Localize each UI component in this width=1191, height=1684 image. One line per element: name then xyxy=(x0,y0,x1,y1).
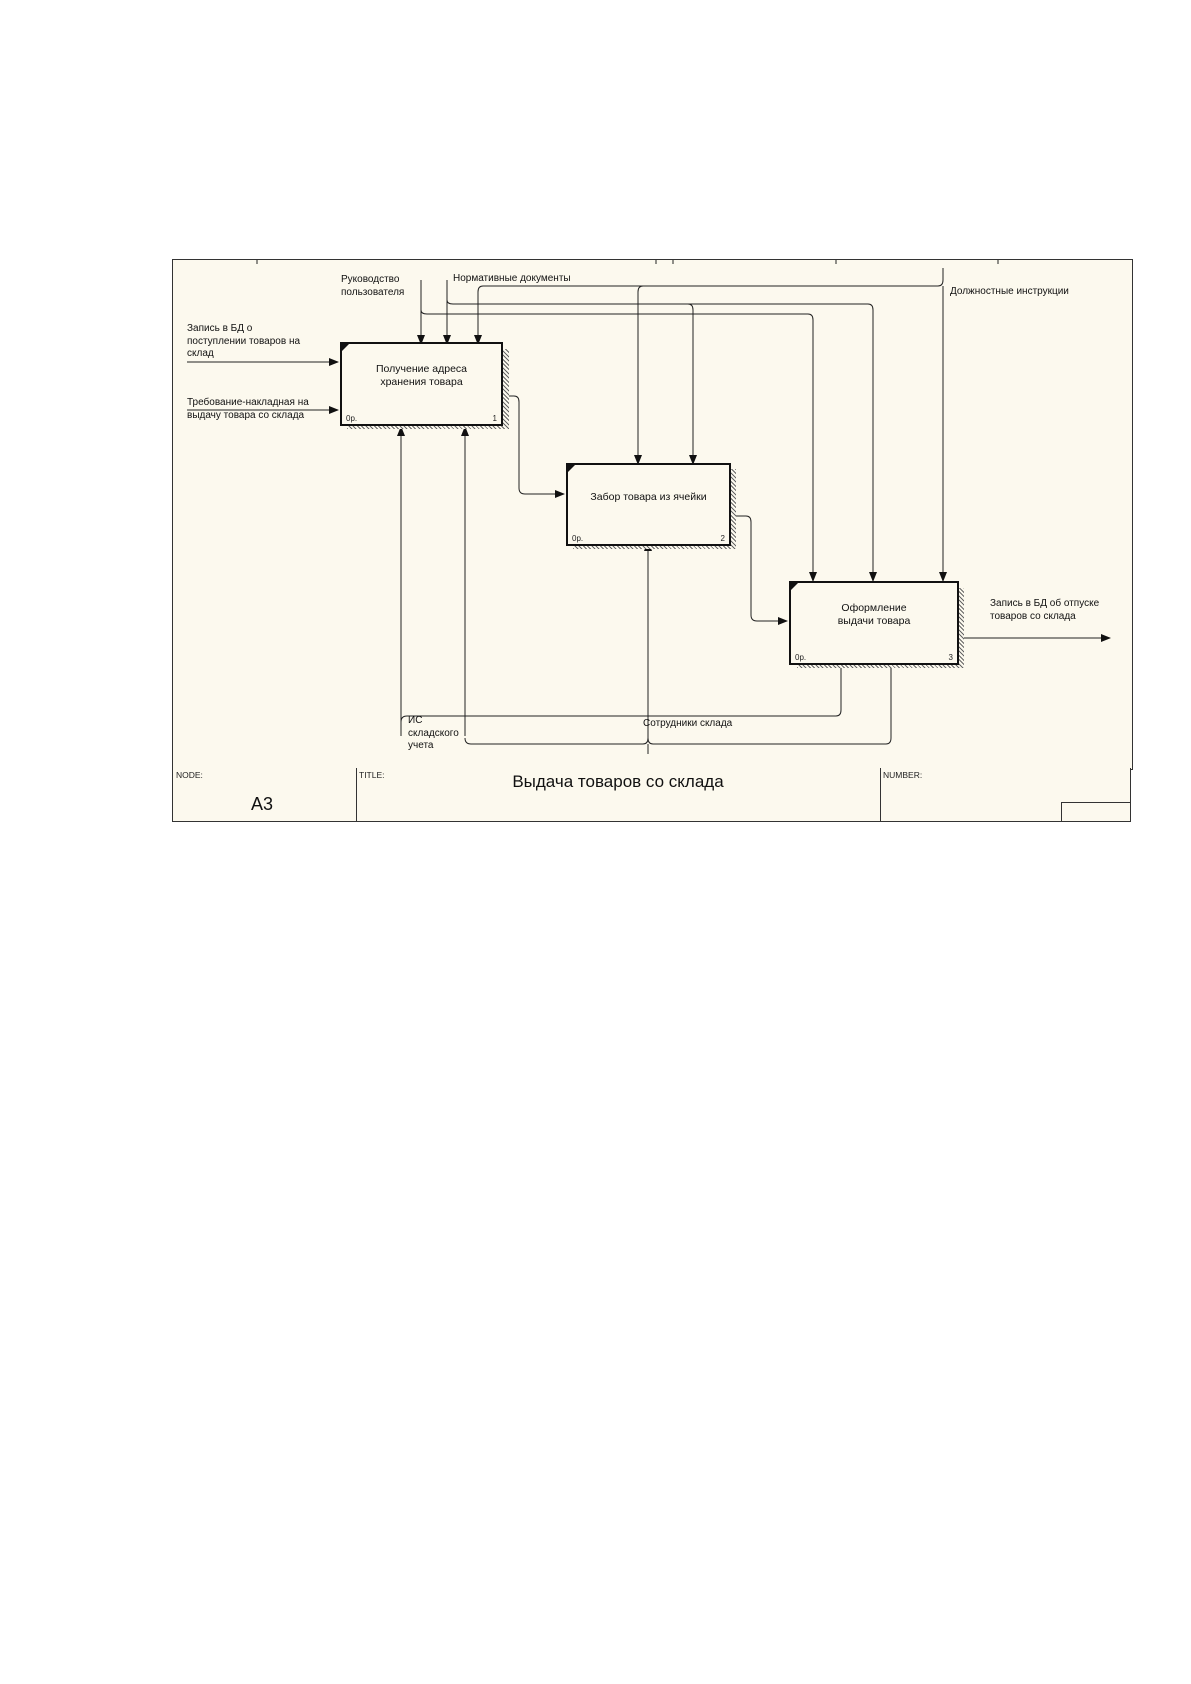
mechanism-1-label: ИС складского учета xyxy=(408,715,459,751)
input-2-label: Требование-накладная на выдачу товара со… xyxy=(187,397,309,421)
output-1-label: Запись в БД об отпуске товаров со склада xyxy=(990,598,1100,622)
control-1-label: Руководство пользователя xyxy=(341,274,405,298)
box-3-cost: 0р. xyxy=(795,653,807,662)
box-1-label: Получение адреса хранения товара xyxy=(376,363,467,388)
node-cell: NODE: А3 xyxy=(173,768,357,821)
number-caption: NUMBER: xyxy=(883,770,923,780)
input-1-label: Запись в БД о поступлении товаров на скл… xyxy=(187,323,301,359)
box-2-label: Забор товара из ячейки xyxy=(590,491,707,503)
box-3-label: Оформление выдачи товара xyxy=(837,602,911,627)
diagram-title: Выдача товаров со склада xyxy=(512,772,724,791)
box-1-corner xyxy=(342,344,349,351)
number-cell: NUMBER: xyxy=(880,768,1130,821)
activity-box-2[interactable]: Забор товара из ячейки 0р. 2 xyxy=(566,463,731,546)
box-2-number: 2 xyxy=(720,534,725,543)
box-3-corner xyxy=(791,583,798,590)
box-1-number: 1 xyxy=(492,414,497,423)
activity-box-3[interactable]: Оформление выдачи товара 0р. 3 xyxy=(789,581,959,665)
box-1-cost: 0р. xyxy=(346,414,358,423)
control-3-label: Должностные инструкции xyxy=(950,286,1069,297)
idef0-diagram: Получение адреса хранения товара 0р. 1 З… xyxy=(172,259,1133,770)
mechanism-2-label: Сотрудники склада xyxy=(643,718,733,729)
control-arrow-3 xyxy=(474,285,938,345)
box-2-corner xyxy=(568,465,575,472)
box-2-cost: 0р. xyxy=(572,534,584,543)
node-caption: NODE: xyxy=(176,770,203,780)
title-caption: TITLE: xyxy=(359,770,385,780)
title-block: NODE: А3 TITLE: Выдача товаров со склада… xyxy=(172,768,1131,822)
connector-lines xyxy=(187,260,1111,754)
control-2-label: Нормативные документы xyxy=(453,273,571,284)
node-value: А3 xyxy=(251,794,274,814)
number-subcell xyxy=(1061,802,1130,821)
box-3-number: 3 xyxy=(948,653,953,662)
activity-box-1[interactable]: Получение адреса хранения товара 0р. 1 xyxy=(340,342,503,426)
title-cell: TITLE: Выдача товаров со склада xyxy=(356,768,881,821)
